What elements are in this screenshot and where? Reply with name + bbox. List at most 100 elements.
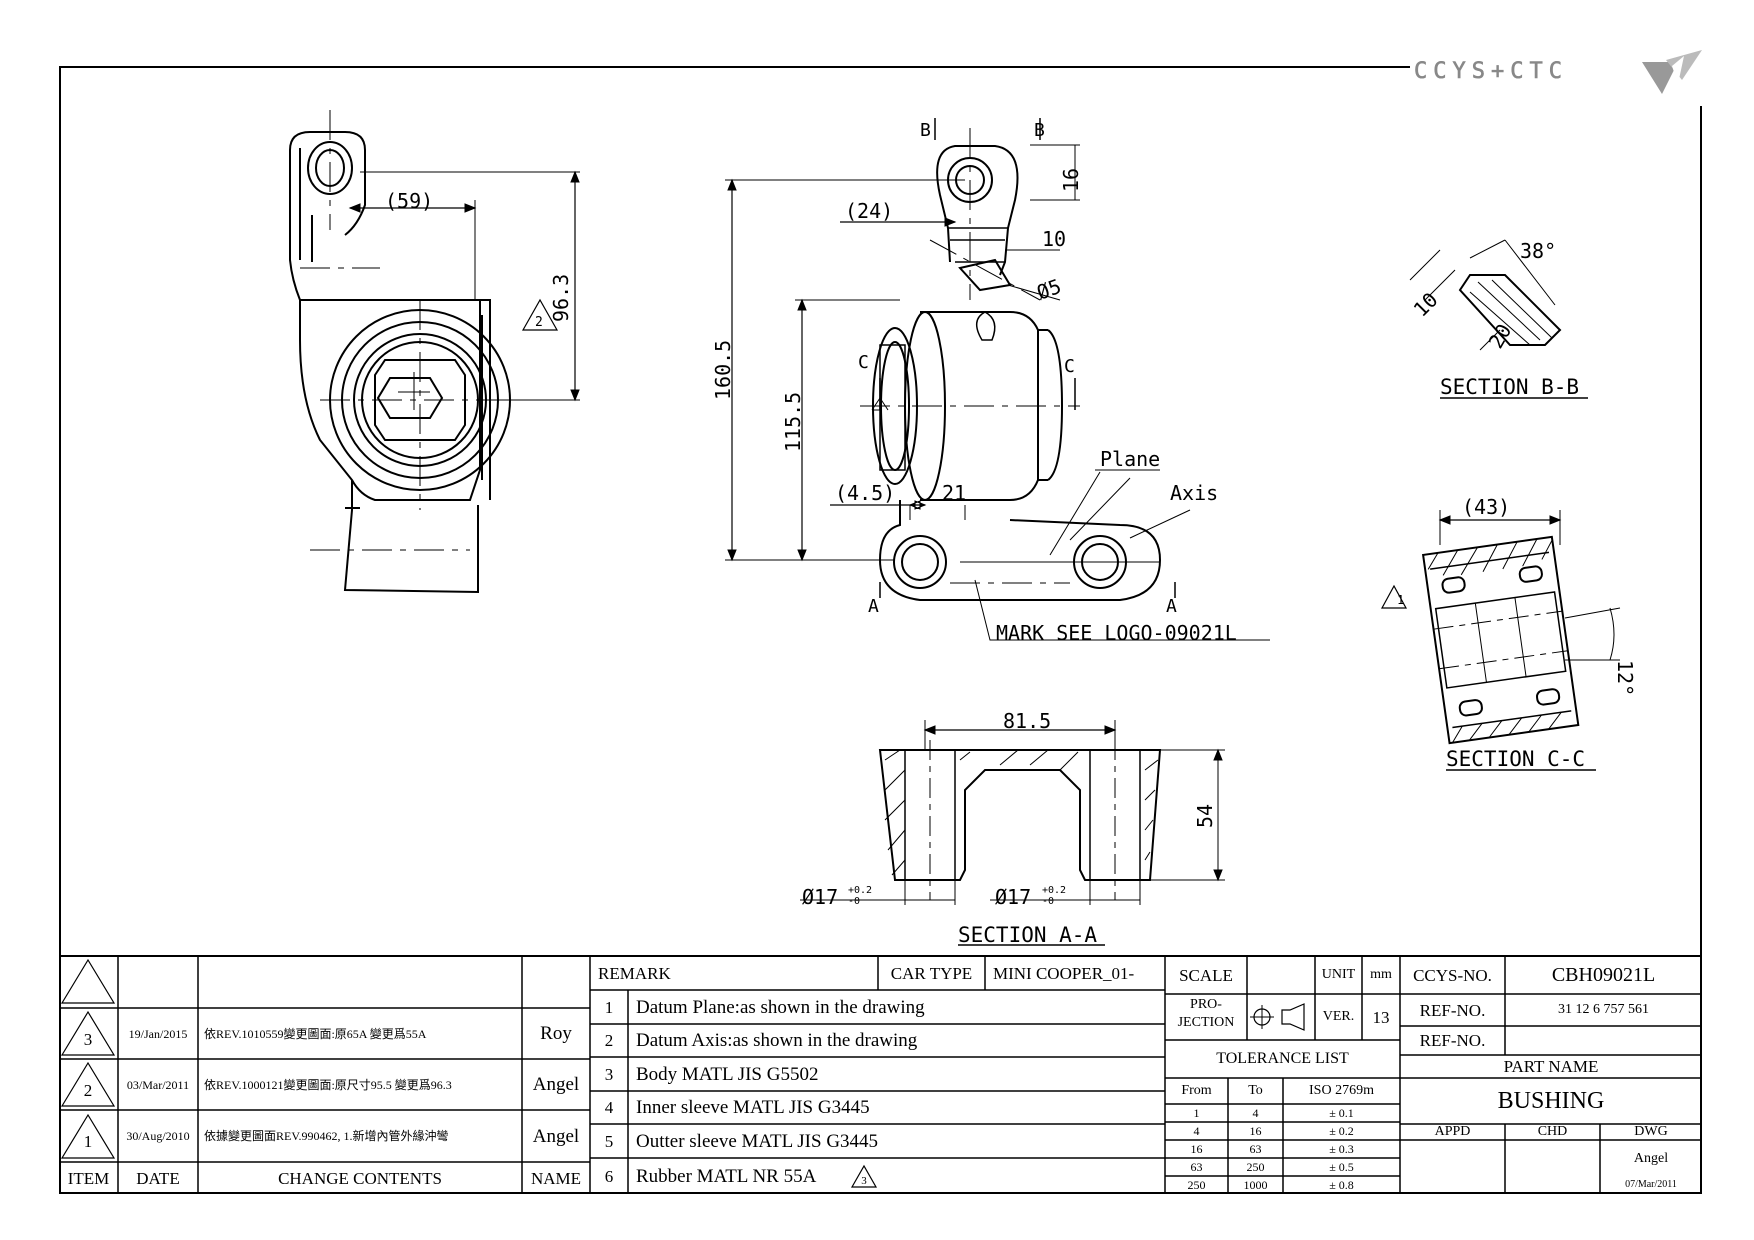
remark-text-2: Datum Axis:as shown in the drawing <box>636 1030 918 1051</box>
dim-21: 21 <box>942 481 966 505</box>
remark-no-4: 4 <box>604 1098 614 1117</box>
dim-96-3: 96.3 <box>549 274 573 322</box>
rev-header-item: ITEM <box>67 1168 110 1188</box>
rev-date-3: 19/Jan/2015 <box>128 1026 188 1041</box>
remark-no-1: 1 <box>604 997 614 1017</box>
tol-upper-right: +0.2 <box>1042 885 1066 896</box>
projection-label-2: JECTION <box>1177 1015 1235 1030</box>
dim-24: (24) <box>845 199 893 223</box>
part-name-value: BUSHING <box>1497 1088 1605 1114</box>
tol-from-5: 250 <box>1187 1178 1206 1192</box>
remark-title: REMARK <box>598 963 671 983</box>
tol-to-1: 4 <box>1252 1106 1259 1120</box>
rev-name-3: Roy <box>540 1023 572 1044</box>
rev-change-2: 依REV.1000121變更圖面:原尺寸95.5 變更爲96.3 <box>204 1077 452 1092</box>
tol-from-2: 4 <box>1193 1124 1200 1138</box>
tol-to-4: 250 <box>1246 1160 1265 1174</box>
tol-lower-left: -0 <box>848 896 860 907</box>
remark-text-1: Datum Plane:as shown in the drawing <box>636 996 925 1018</box>
section-mark-b-right: B <box>1034 120 1045 141</box>
section-b-b-view <box>1409 239 1588 399</box>
section-mark-a-right: A <box>1166 596 1177 617</box>
label-mark-see-logo: MARK SEE LOGO-09021L <box>996 621 1237 645</box>
unit-label: UNIT <box>1321 967 1356 982</box>
dim-54: 54 <box>1193 804 1217 828</box>
section-b-b-title: SECTION B-B <box>1440 375 1579 399</box>
dim-115-5: 115.5 <box>781 392 805 452</box>
projection-label-1: PRO- <box>1190 997 1222 1012</box>
ref-no-label-2: REF-NO. <box>1419 1031 1486 1050</box>
rev-item-2: 2 <box>83 1080 93 1100</box>
rev-item-1: 1 <box>83 1131 93 1151</box>
remark-no-6: 6 <box>604 1166 614 1186</box>
dim-phi17-right: Ø17 <box>995 885 1031 909</box>
tol-to-2: 16 <box>1249 1124 1262 1138</box>
ccys-no-value: CBH09021L <box>1551 964 1656 986</box>
ver-label: VER. <box>1322 1009 1355 1024</box>
chd-label: CHD <box>1537 1124 1568 1139</box>
tol-from-3: 16 <box>1190 1142 1203 1156</box>
dwg-date: 07/Mar/2011 <box>1625 1179 1677 1190</box>
tol-header-from: From <box>1181 1083 1212 1098</box>
unit-value: mm <box>1370 967 1392 982</box>
dim-43: (43) <box>1462 495 1510 519</box>
dwg-name: Angel <box>1633 1151 1669 1166</box>
scale-label: SCALE <box>1179 965 1233 985</box>
ver-value: 13 <box>1372 1007 1390 1027</box>
rev-header-date: DATE <box>136 1168 180 1188</box>
dim-10-section-b: 10 <box>1409 288 1443 322</box>
remark-text-3: Body MATL JIS G5502 <box>636 1063 819 1085</box>
car-type-label: CAR TYPE <box>890 963 973 983</box>
ref-no-value-1: 31 12 6 757 561 <box>1558 1002 1649 1017</box>
remark-no-2: 2 <box>604 1031 614 1050</box>
rev-change-1: 依據變更圖面REV.990462, 1.新增內管外緣沖彎 <box>204 1129 449 1143</box>
company-logo: CCYS+CTC <box>1410 44 1730 106</box>
section-a-a-title: SECTION A-A <box>958 923 1097 947</box>
rev-header-change: CHANGE CONTENTS <box>278 1168 442 1188</box>
dim-20: 20 <box>1484 320 1517 353</box>
tol-value-2: ± 0.2 <box>1329 1124 1354 1138</box>
section-c-c-view <box>1380 510 1621 771</box>
dim-81-5: 81.5 <box>1003 709 1051 733</box>
ref-no-label-1: REF-NO. <box>1419 1000 1486 1020</box>
dwg-label: DWG <box>1634 1124 1668 1139</box>
remark-text-4: Inner sleeve MATL JIS G3445 <box>636 1097 870 1118</box>
rev-flag-2: 2 <box>535 315 543 330</box>
logo-text: CCYS+CTC <box>1414 59 1568 84</box>
title-block-grid <box>59 955 1702 1194</box>
tol-value-1: ± 0.1 <box>1329 1106 1354 1120</box>
dim-160-5: 160.5 <box>711 340 735 400</box>
section-mark-a-left: A <box>868 596 879 617</box>
rev-item-3: 3 <box>83 1029 93 1049</box>
dim-38-deg: 38° <box>1520 239 1556 263</box>
drawing-frame <box>59 66 1702 1194</box>
rev-name-2: Angel <box>532 1074 580 1095</box>
rev-header-name: NAME <box>530 1168 582 1188</box>
tol-header-to: To <box>1248 1083 1263 1098</box>
rev-change-3: 依REV.1010559變更圖面:原65A 變更爲55A <box>204 1026 427 1041</box>
section-mark-c-right: C <box>1064 356 1075 377</box>
tol-header-iso: ISO 2769m <box>1309 1083 1374 1098</box>
rev-flag-3: 3 <box>861 1174 867 1187</box>
dim-59: (59) <box>385 189 433 213</box>
title-block: 3 19/Jan/2015 依REV.1010559變更圖面:原65A 變更爲5… <box>59 956 1702 1194</box>
tolerance-title: TOLERANCE LIST <box>1216 1050 1349 1067</box>
section-mark-c-left: C <box>858 352 869 373</box>
rev-flag-1: 1 <box>1397 593 1404 607</box>
tol-from-4: 63 <box>1190 1160 1203 1174</box>
tol-from-1: 1 <box>1193 1106 1200 1120</box>
tol-value-5: ± 0.8 <box>1329 1178 1354 1192</box>
part-name-label: PART NAME <box>1503 1057 1599 1076</box>
center-view <box>725 118 1270 641</box>
tol-value-3: ± 0.3 <box>1329 1142 1354 1156</box>
tol-to-5: 1000 <box>1243 1178 1268 1192</box>
dim-4-5: (4.5) <box>835 481 895 505</box>
tol-upper-left: +0.2 <box>848 885 872 896</box>
dim-12-deg: 12° <box>1613 660 1637 696</box>
rev-name-1: Angel <box>532 1125 580 1147</box>
remark-text-5: Outter sleeve MATL JIS G3445 <box>636 1130 879 1152</box>
rev-date-2: 03/Mar/2011 <box>126 1077 190 1092</box>
section-mark-b-left: B <box>920 120 931 141</box>
car-type-value: MINI COOPER_01- <box>993 963 1135 983</box>
